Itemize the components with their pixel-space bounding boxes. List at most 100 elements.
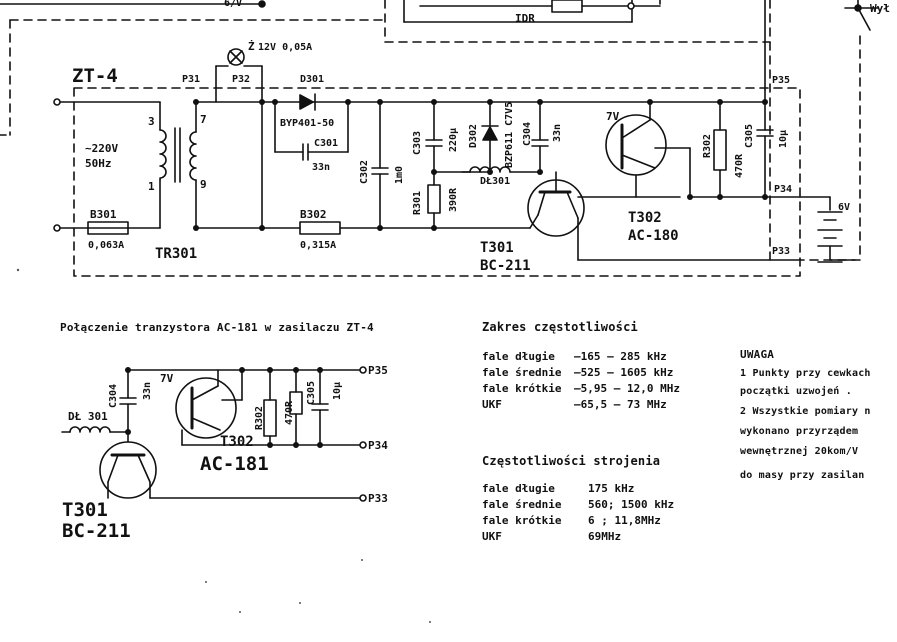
sub-label-p34: P34 xyxy=(368,439,388,452)
label-c303-val: 220µ xyxy=(448,128,459,152)
label-lamp-spec: 12V 0,05A xyxy=(258,42,312,53)
label-tr301: TR301 xyxy=(155,246,197,262)
mains-input xyxy=(59,101,161,229)
resistor-r301 xyxy=(427,184,441,214)
sub-schematic-ac181 xyxy=(61,369,361,499)
label-b301: B301 xyxy=(90,208,117,221)
sub-terminal-p35-icon xyxy=(359,366,367,374)
note-line: do masy przy zasilan xyxy=(740,470,865,481)
sub-label-p35: P35 xyxy=(368,364,388,377)
mains-terminal-icon xyxy=(53,98,61,106)
label-mains-freq: 50Hz xyxy=(85,157,112,170)
label-d302: D302 xyxy=(468,124,479,148)
sub-label-r302: R302 xyxy=(254,406,265,430)
sub-label-7v: 7V xyxy=(160,372,174,385)
label-d301: D301 xyxy=(300,74,324,85)
label-p32: P32 xyxy=(232,74,250,85)
top-left-fragment: 6/V xyxy=(224,0,242,9)
label-dl301: DŁ301 xyxy=(480,176,510,187)
sub-label-t301: T301 xyxy=(62,499,108,521)
scan-specks xyxy=(16,268,431,623)
tuning-freqs-title: Częstotliwości strojenia xyxy=(482,454,661,468)
label-c305: C305 xyxy=(744,124,755,148)
tuning-band: fale średnie xyxy=(482,498,562,511)
freq-value: –165 – 285 kHz xyxy=(574,350,667,363)
sub-label-t301-type: BC-211 xyxy=(62,520,131,542)
label-wyl: Wył xyxy=(870,2,890,15)
note-title: UWAGA xyxy=(740,348,775,361)
sub-labels: C304 33n 7V R302 470R C305 10µ DŁ 301 T3… xyxy=(62,364,388,542)
sub-label-r302-val: 470R xyxy=(284,400,295,425)
freq-value: –525 – 1605 kHz xyxy=(574,366,674,379)
fuse-b302 xyxy=(299,221,341,235)
label-r301: R301 xyxy=(412,191,423,215)
sub-label-c305: C305 xyxy=(306,381,317,405)
battery-6v xyxy=(817,211,843,261)
zt4-module-outline xyxy=(73,87,801,277)
sub-label-p33: P33 xyxy=(368,492,388,505)
note-line: wykonano przyrządem xyxy=(740,426,859,437)
label-d301-type: BYP401-50 xyxy=(280,118,334,129)
sub-label-c304: C304 xyxy=(108,384,119,408)
tuning-band: fale długie xyxy=(482,482,555,495)
label-battery: 6V xyxy=(838,202,850,213)
label-mains-voltage: ~220V xyxy=(85,142,118,155)
label-r302-val: 470R xyxy=(734,153,745,178)
label-c301: C301 xyxy=(314,138,338,149)
transistor-t302-icon xyxy=(605,114,667,176)
freq-band: fale długie xyxy=(482,350,555,363)
tuning-value: 69MHz xyxy=(588,530,622,543)
freq-value: –65,5 – 73 MHz xyxy=(574,398,667,411)
freq-ranges-title: Zakres częstotliwości xyxy=(482,320,638,334)
sub-junction-dots xyxy=(125,367,323,448)
label-pin7: 7 xyxy=(200,113,207,126)
mains-terminal-icon xyxy=(53,224,61,232)
junction-dots xyxy=(193,99,768,231)
label-b302-rating: 0,315A xyxy=(300,240,336,251)
sub-label-c305-val: 10µ xyxy=(332,382,343,400)
resistor-r302 xyxy=(713,129,727,171)
label-pin3: 3 xyxy=(148,115,155,128)
label-d302-type: BZP611 C7V5 xyxy=(504,102,515,168)
zener-d302 xyxy=(482,126,498,141)
label-pin9: 9 xyxy=(200,178,207,191)
tuning-band: UKF xyxy=(482,530,502,543)
label-b301-rating: 0,063A xyxy=(88,240,124,251)
sub-label-c304-val: 33n xyxy=(142,382,153,400)
freq-band: fale krótkie xyxy=(482,382,562,395)
tuning-value: 175 kHz xyxy=(588,482,635,495)
junction-dot-icon xyxy=(258,0,266,8)
label-c305-val: 10µ xyxy=(778,130,789,148)
label-7v: 7V xyxy=(606,110,620,123)
terminal-icon xyxy=(627,2,635,10)
sub-terminal-p33-icon xyxy=(359,494,367,502)
freq-band: fale średnie xyxy=(482,366,562,379)
tuning-band: fale krótkie xyxy=(482,514,562,527)
label-p35: P35 xyxy=(772,75,790,86)
tuning-value: 560; 1500 kHz xyxy=(588,498,675,511)
label-p33: P33 xyxy=(772,246,790,257)
label-c302: C302 xyxy=(359,160,370,184)
label-c302-val: 1m0 xyxy=(394,166,405,184)
label-idr: IDR xyxy=(515,12,535,25)
label-c304-val: 33n xyxy=(552,124,563,142)
label-t301: T301 xyxy=(480,240,514,256)
label-p34: P34 xyxy=(774,184,792,195)
label-c304: C304 xyxy=(522,122,533,146)
label-pin1: 1 xyxy=(148,180,155,193)
sub-schematic-title: Połączenie tranzystora AC-181 w zasilacz… xyxy=(60,321,374,334)
freq-band: UKF xyxy=(482,398,502,411)
label-t302-type: AC-180 xyxy=(628,228,679,244)
sub-label-t302: T302 xyxy=(220,434,254,450)
note-line: 1 Punkty przy cewkach xyxy=(740,368,871,379)
label-lamp-ref: Ż xyxy=(248,39,255,53)
diode-d301 xyxy=(299,94,314,110)
label-t301-type: BC-211 xyxy=(480,258,531,274)
freq-value: –5,95 – 12,0 MHz xyxy=(574,382,680,395)
label-r302: R302 xyxy=(702,134,713,158)
note-line: początki uzwojeń . xyxy=(740,386,852,397)
label-r301-val: 390R xyxy=(448,187,459,212)
main-labels: 6/V IDR Wył ZT-4 ~220V 50Hz B301 0,063A … xyxy=(72,0,890,274)
switch-contact-icon xyxy=(854,4,862,12)
